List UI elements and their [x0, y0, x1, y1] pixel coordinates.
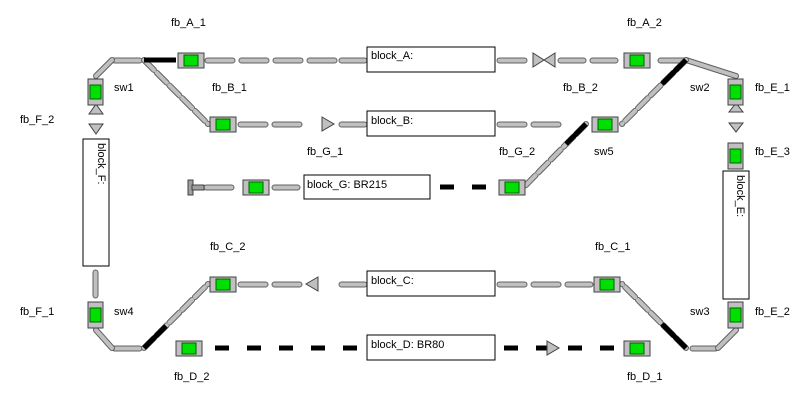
diagonal-tracks: [93, 57, 739, 351]
track-segment[interactable]: [111, 57, 143, 64]
track-segment[interactable]: [338, 281, 368, 288]
track-segment[interactable]: [92, 269, 99, 299]
sensor-fb-A-2[interactable]: [623, 52, 651, 69]
track-segment[interactable]: [564, 281, 594, 288]
label-fb-D-2: fb_D_2: [174, 371, 209, 383]
track-segment[interactable]: [530, 121, 562, 128]
track-segment[interactable]: [271, 281, 303, 288]
label-sw5: sw5: [594, 146, 614, 158]
block-G-label: block_G: BR215: [307, 179, 387, 191]
direction-arrow-icon: [321, 116, 335, 132]
track-segment[interactable]: [204, 57, 236, 64]
label-sw1: sw1: [114, 82, 134, 94]
block-F-label: block_F:: [95, 143, 107, 185]
track-segment[interactable]: [272, 57, 304, 64]
sensor-fb-E-3[interactable]: [727, 142, 744, 170]
label-fb-B-2: fb_B_2: [563, 82, 598, 94]
direction-arrow-icon: [546, 340, 560, 356]
track-segment[interactable]: [496, 57, 528, 64]
label-fb-F-2: fb_F_2: [20, 114, 54, 126]
buffer-stop-icon: [187, 179, 205, 196]
label-fb-G-1: fb_G_1: [307, 146, 343, 158]
block-A-label: block_A:: [371, 50, 413, 62]
sensor-fb-C-1[interactable]: [593, 276, 621, 293]
label-fb-E-1: fb_E_1: [755, 82, 790, 94]
track-segment[interactable]: [203, 184, 235, 191]
direction-arrow-icon: [532, 52, 545, 68]
sensor-fb-D-2[interactable]: [175, 340, 203, 357]
label-fb-E-2: fb_E_2: [755, 306, 790, 318]
direction-arrow-icon: [305, 276, 319, 292]
track-segment[interactable]: [237, 281, 269, 288]
track-segment[interactable]: [530, 281, 562, 288]
track-segment[interactable]: [338, 57, 368, 64]
track-segment[interactable]: [496, 281, 528, 288]
track-segment[interactable]: [271, 121, 303, 128]
direction-arrow-icon: [727, 122, 745, 133]
block-E-label: block_E:: [734, 175, 746, 217]
direction-arrow-icon: [543, 52, 556, 68]
sensor-fb-G-1[interactable]: [242, 179, 270, 196]
sensor-fb-E-2[interactable]: [727, 301, 744, 329]
sensor-fb-C-2[interactable]: [209, 276, 237, 293]
label-sw4: sw4: [114, 306, 134, 318]
track-segment[interactable]: [496, 121, 528, 128]
label-sw3: sw3: [690, 306, 710, 318]
occupied-rail-stretches: [205, 184, 655, 351]
track-segment[interactable]: [237, 121, 269, 128]
sensor-fb-B-2[interactable]: [591, 116, 619, 133]
label-fb-E-3: fb_E_3: [755, 146, 790, 158]
sensor-fb-A-1[interactable]: [177, 52, 205, 69]
block-A[interactable]: block_A:: [366, 46, 496, 73]
label-fb-G-2: fb_G_2: [499, 146, 535, 158]
track-segment[interactable]: [111, 345, 143, 352]
block-D-label: block_D: BR80: [371, 339, 444, 351]
block-B-label: block_B:: [371, 115, 413, 127]
switch-sw5-tongue[interactable]: [564, 122, 588, 146]
sensor-fb-G-2[interactable]: [498, 179, 526, 196]
label-fb-B-1: fb_B_1: [212, 82, 247, 94]
block-D[interactable]: block_D: BR80: [366, 334, 496, 361]
label-fb-A-2: fb_A_2: [627, 17, 662, 29]
block-C[interactable]: block_C:: [366, 270, 496, 297]
label-fb-A-1: fb_A_1: [171, 17, 206, 29]
blocks: block_A: block_B: block_G: BR215 block_C…: [82, 46, 750, 361]
track-segment[interactable]: [338, 121, 368, 128]
direction-arrow-icon: [88, 123, 104, 135]
track-segment[interactable]: [238, 57, 270, 64]
sensor-fb-E-1[interactable]: [727, 78, 744, 106]
direction-arrow-icon: [88, 103, 104, 115]
label-fb-C-2: fb_C_2: [210, 241, 245, 253]
track-segment[interactable]: [557, 57, 587, 64]
switch-sw2-tongue[interactable]: [660, 58, 688, 86]
label-fb-D-1: fb_D_1: [627, 371, 662, 383]
direction-signals: [88, 52, 745, 356]
sensor-fb-D-1[interactable]: [623, 340, 651, 357]
block-G[interactable]: block_G: BR215: [303, 174, 431, 200]
track-segment[interactable]: [689, 345, 719, 352]
label-fb-C-1: fb_C_1: [595, 241, 630, 253]
label-sw2: sw2: [690, 82, 710, 94]
label-fb-F-1: fb_F_1: [20, 306, 54, 318]
track-segment[interactable]: [306, 57, 338, 64]
block-C-label: block_C:: [371, 275, 414, 287]
sensor-fb-B-1[interactable]: [209, 116, 237, 133]
labels: fb_A_1 fb_A_2 fb_B_1 fb_B_2 fb_G_1 fb_G_…: [20, 17, 790, 383]
sensor-fb-F-1[interactable]: [87, 301, 104, 329]
block-B[interactable]: block_B:: [366, 110, 496, 137]
direction-arrow-icon: [727, 102, 745, 113]
switch-sw4-tongue[interactable]: [142, 324, 168, 350]
sensor-fb-F-2[interactable]: [87, 78, 104, 106]
block-F[interactable]: block_F:: [82, 138, 110, 267]
track-segment[interactable]: [271, 184, 301, 191]
switch-tongues: [142, 57, 688, 350]
feedback-sensors: [87, 52, 744, 357]
block-E[interactable]: block_E:: [722, 170, 750, 300]
track-segment[interactable]: [589, 57, 619, 64]
switch-sw3-tongue[interactable]: [660, 322, 688, 350]
